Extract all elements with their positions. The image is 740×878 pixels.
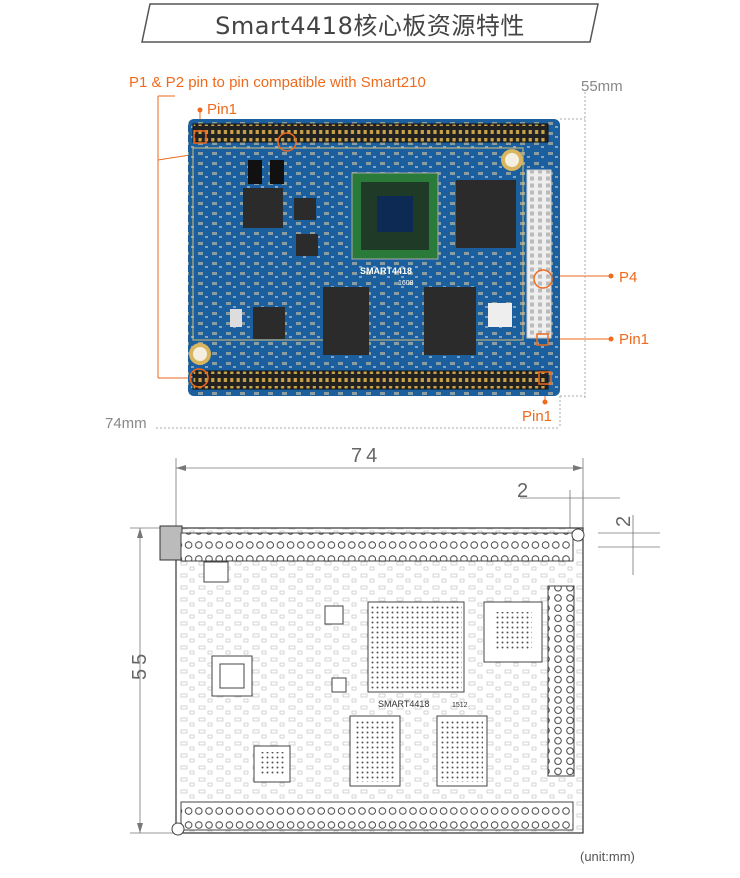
- pin1-label-right: Pin1: [619, 331, 650, 348]
- chip-label: SMART4418: [360, 266, 412, 276]
- compat-note: P1 & P2 pin to pin compatible with Smart…: [129, 74, 426, 91]
- chip-sub: 1608: [398, 280, 414, 287]
- p4-label: P4: [619, 269, 638, 286]
- board-photo: SMART4418 1608: [156, 92, 614, 429]
- offset-dim-h: 2: [517, 480, 528, 502]
- mechanical-drawing: 74 2 2 55 SMART4418 1512: [129, 445, 660, 836]
- board-label: SMART4418: [378, 699, 429, 709]
- board-code: 1512: [452, 702, 468, 709]
- width-dim: 74: [351, 445, 381, 467]
- pin1-label-top-left: Pin1: [207, 101, 238, 118]
- height-label-mm: 55mm: [581, 78, 623, 95]
- page-title: Smart4418核心板资源特性: [215, 12, 525, 40]
- offset-dim-v: 2: [613, 516, 635, 527]
- pin1-label-bottom: Pin1: [522, 408, 553, 425]
- height-dim: 55: [129, 650, 151, 680]
- title-frame: [141, 3, 599, 43]
- unit-note: (unit:mm): [580, 849, 635, 864]
- header: [0, 0, 740, 46]
- width-label-mm: 74mm: [105, 415, 147, 432]
